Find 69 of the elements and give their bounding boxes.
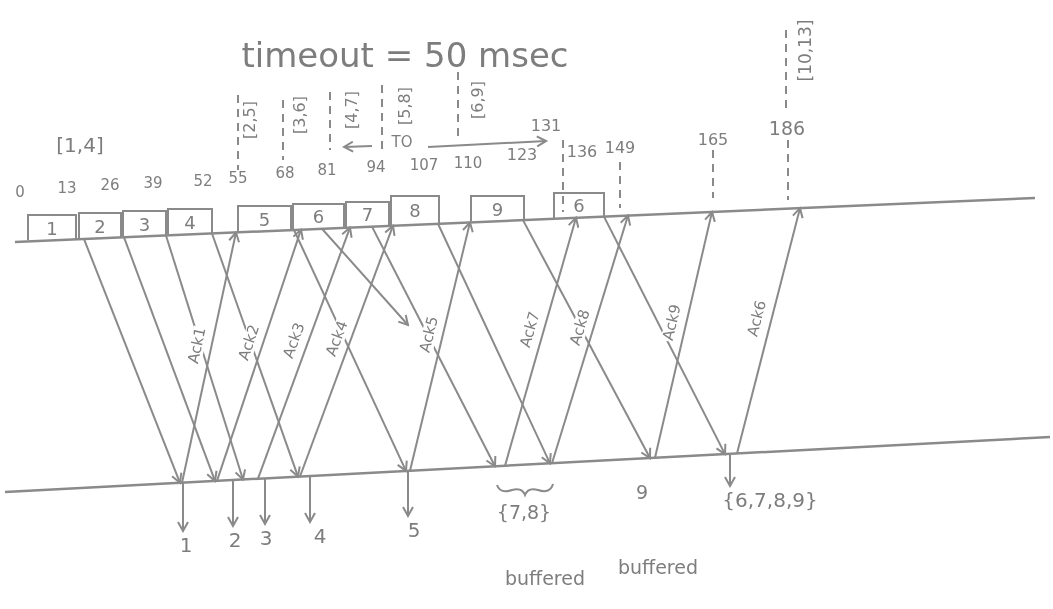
time-tick: 165 (697, 132, 729, 148)
message-arrow (603, 215, 727, 456)
window-range: [10,13] (797, 19, 815, 81)
time-tick: 110 (453, 155, 483, 171)
message-arrow (736, 207, 804, 455)
message-arrow (293, 229, 408, 472)
message-arrow (522, 219, 652, 460)
time-tick: 13 (57, 180, 77, 196)
buffered-packets: {7,8} (496, 502, 552, 522)
message-arrow (724, 452, 736, 487)
delivered-packets: 4 (313, 526, 327, 546)
time-tick: 107 (409, 157, 439, 173)
window-range: [1,4] (56, 135, 104, 155)
time-tick: 136 (566, 144, 598, 160)
delivered-packets: 5 (407, 520, 421, 540)
delivered-packets: 2 (228, 530, 242, 550)
packet-box: 2 (78, 212, 122, 239)
note: buffered (505, 568, 585, 588)
packet-box: 1 (27, 214, 77, 241)
buffered-packets: 9 (635, 482, 649, 502)
packet-box: 7 (345, 200, 390, 227)
packet-box: 3 (122, 210, 167, 237)
message-arrow (181, 231, 240, 484)
message-arrow (504, 216, 580, 467)
time-tick: 39 (143, 175, 163, 191)
message-arrow (437, 222, 552, 465)
note: timeout = 50 msec (241, 38, 569, 72)
time-tick: 149 (604, 140, 636, 156)
window-range: [5,8] (397, 87, 413, 125)
message-arrow (409, 221, 474, 472)
packet-box: 4 (167, 208, 213, 235)
message-arrow (402, 469, 414, 517)
time-tick: 94 (366, 159, 386, 175)
window-range: [4,7] (344, 91, 360, 129)
packet-box: 8 (390, 194, 440, 225)
packet-box: 9 (470, 195, 525, 222)
message-arrow (257, 226, 353, 480)
delivered-packets: {6,7,8,9} (722, 490, 818, 510)
message-arrow (165, 234, 247, 481)
message-arrow (654, 210, 716, 459)
message-arrow (551, 214, 632, 465)
packet-box: 6 (553, 191, 605, 218)
delivered-packets: 3 (259, 528, 273, 548)
window-range: [2,5] (242, 101, 258, 139)
time-tick: 81 (317, 162, 337, 178)
time-tick: 131 (530, 118, 562, 134)
message-arrow (227, 479, 239, 527)
window-range: [3,6] (292, 96, 308, 134)
message-arrow (83, 238, 183, 484)
message-arrow (177, 481, 189, 532)
message-arrow (321, 227, 409, 326)
packet-box: 6 (292, 202, 345, 229)
timeout-label: TO (391, 134, 413, 150)
time-tick: 186 (768, 118, 806, 138)
message-arrow (123, 236, 218, 482)
message-arrow (299, 224, 396, 478)
message-arrow (371, 225, 497, 468)
message-arrow (259, 477, 271, 525)
window-range: [6,9] (470, 81, 486, 119)
time-tick: 123 (506, 147, 538, 163)
time-tick: 0 (15, 184, 25, 200)
message-arrow (304, 474, 316, 523)
note: buffered (618, 557, 698, 577)
time-tick: 68 (275, 165, 295, 181)
time-tick: 26 (100, 177, 120, 193)
packet-box: 5 (237, 205, 292, 232)
time-tick: 55 (228, 170, 248, 186)
delivered-packets: 1 (179, 535, 193, 555)
time-tick: 52 (193, 173, 213, 189)
